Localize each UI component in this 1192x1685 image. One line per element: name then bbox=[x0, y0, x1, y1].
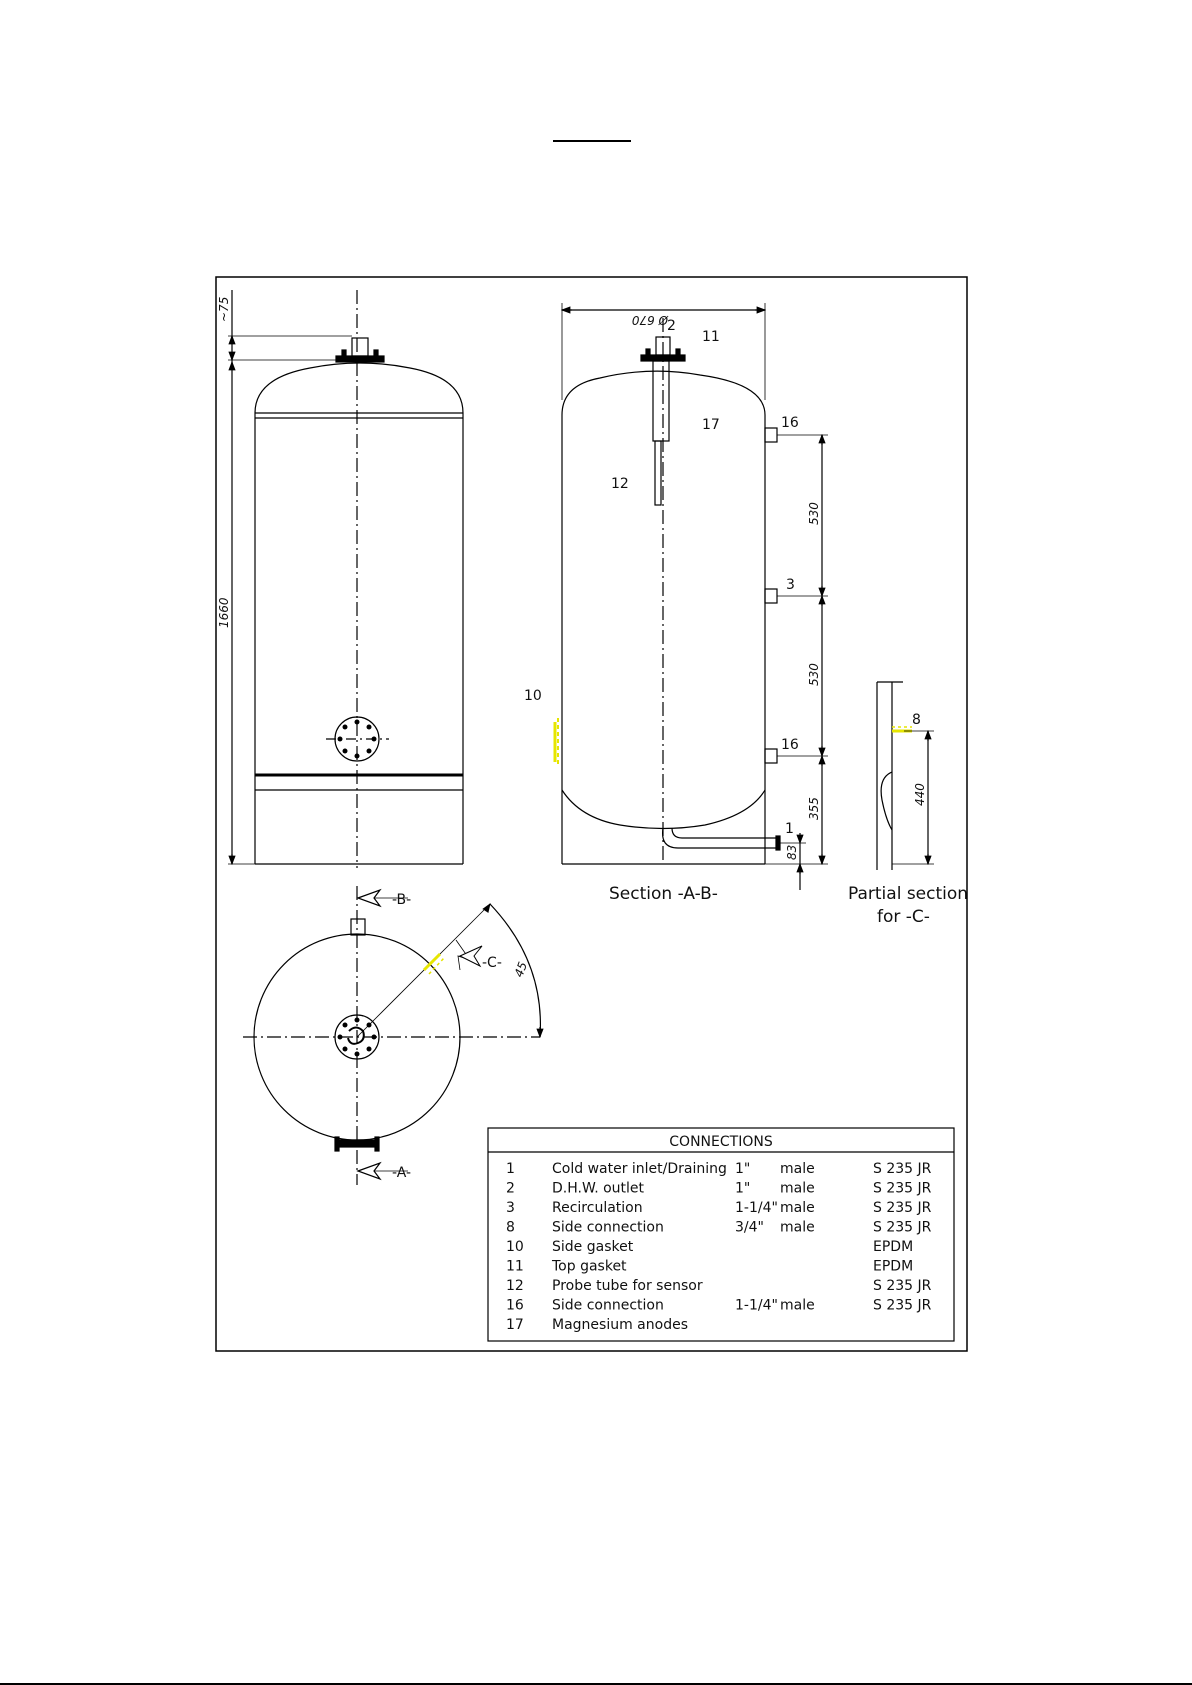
callout-8: 8 bbox=[912, 712, 921, 728]
callout-17: 17 bbox=[702, 417, 720, 433]
cell-type: male bbox=[780, 1298, 815, 1314]
dim-side-conn-height: 440 bbox=[913, 783, 927, 806]
callout-16-upper: 16 bbox=[781, 415, 799, 431]
table-row: 12 Probe tube for sensor S 235 JR bbox=[506, 1278, 932, 1294]
cell-type: male bbox=[780, 1181, 815, 1197]
table-row: 3 Recirculation 1-1/4"male S 235 JR bbox=[506, 1200, 932, 1216]
table-row: 11 Top gasket EPDM bbox=[506, 1259, 913, 1275]
partial-caption-line2: for -C- bbox=[877, 907, 930, 927]
connections-title: CONNECTIONS bbox=[669, 1134, 773, 1150]
callout-10: 10 bbox=[524, 688, 542, 704]
cell-no: 12 bbox=[506, 1278, 524, 1294]
cell-size: 1" bbox=[735, 1181, 750, 1197]
section-caption: Section -A-B- bbox=[609, 884, 718, 904]
dim-upper-spacing: 530 bbox=[807, 502, 821, 525]
dim-inlet-height: 83 bbox=[785, 845, 799, 860]
dim-top-offset: ~75 bbox=[217, 297, 231, 322]
table-row: 10 Side gasket EPDM bbox=[506, 1239, 913, 1255]
cell-no: 11 bbox=[506, 1259, 524, 1275]
section-view bbox=[553, 303, 828, 890]
cell-material: S 235 JR bbox=[873, 1220, 932, 1236]
table-row: 8 Side connection 3/4" male S 235 JR bbox=[506, 1220, 932, 1236]
front-view bbox=[228, 290, 464, 868]
drawing-frame bbox=[215, 276, 968, 1352]
partial-caption-line1: Partial section bbox=[848, 884, 968, 904]
top-view bbox=[243, 886, 544, 1185]
table-row: 16 Side connection 1-1/4"male S 235 JR bbox=[506, 1298, 932, 1314]
cell-no: 3 bbox=[506, 1200, 515, 1216]
cell-material: S 235 JR bbox=[873, 1298, 932, 1314]
cell-name: Top gasket bbox=[551, 1259, 627, 1275]
cut-label-b: -B- bbox=[392, 892, 411, 908]
cell-size: 1" bbox=[735, 1161, 750, 1177]
cell-name: D.H.W. outlet bbox=[552, 1181, 645, 1197]
cell-material: S 235 JR bbox=[873, 1181, 932, 1197]
connections-table: CONNECTIONS 1 Cold water inlet/Draining 1"… bbox=[487, 1127, 955, 1342]
cell-size: 1-1/4" bbox=[735, 1298, 778, 1314]
cut-label-a: -A- bbox=[392, 1165, 411, 1181]
cell-material: S 235 JR bbox=[873, 1161, 932, 1177]
callout-16-lower: 16 bbox=[781, 737, 799, 753]
cell-no: 17 bbox=[506, 1317, 524, 1333]
cell-name: Recirculation bbox=[552, 1200, 643, 1216]
cell-name: Side connection bbox=[552, 1220, 664, 1236]
cell-no: 8 bbox=[506, 1220, 515, 1236]
callout-2: 2 bbox=[667, 318, 676, 334]
annotations: ~75 1660 Ø 670 530 530 355 83 440 45 2 1… bbox=[217, 297, 968, 1181]
dim-angle: 45 bbox=[512, 960, 530, 979]
cell-material: S 235 JR bbox=[873, 1200, 932, 1216]
dim-diameter: Ø 670 bbox=[631, 313, 669, 327]
cell-type: male bbox=[780, 1220, 815, 1236]
partial-section-view bbox=[876, 681, 934, 870]
cell-type: male bbox=[780, 1161, 815, 1177]
cell-type: male bbox=[780, 1200, 815, 1216]
cell-no: 2 bbox=[506, 1181, 515, 1197]
cell-name: Cold water inlet/Draining bbox=[552, 1161, 727, 1177]
cell-name: Side connection bbox=[552, 1298, 664, 1314]
dim-total-height: 1660 bbox=[217, 597, 231, 628]
header-rule bbox=[553, 140, 631, 142]
cell-material: S 235 JR bbox=[873, 1278, 932, 1294]
cell-no: 10 bbox=[506, 1239, 524, 1255]
cell-material: EPDM bbox=[873, 1259, 913, 1275]
callout-3: 3 bbox=[786, 577, 795, 593]
dim-lower-conn-height: 355 bbox=[807, 797, 821, 820]
cell-size: 1-1/4" bbox=[735, 1200, 778, 1216]
cell-name: Magnesium anodes bbox=[552, 1317, 688, 1333]
table-row: 17 Magnesium anodes bbox=[506, 1317, 688, 1333]
cell-name: Side gasket bbox=[552, 1239, 634, 1255]
dim-lower-spacing: 530 bbox=[807, 663, 821, 686]
table-row: 2 D.H.W. outlet 1" male S 235 JR bbox=[506, 1181, 932, 1197]
cell-no: 1 bbox=[506, 1161, 515, 1177]
footer-rule bbox=[0, 1683, 1192, 1685]
cut-label-c: -C- bbox=[482, 955, 502, 971]
cell-name: Probe tube for sensor bbox=[552, 1278, 703, 1294]
callout-12: 12 bbox=[611, 476, 629, 492]
callout-11: 11 bbox=[702, 329, 720, 345]
cell-no: 16 bbox=[506, 1298, 524, 1314]
cell-size: 3/4" bbox=[735, 1220, 764, 1236]
table-row: 1 Cold water inlet/Draining 1" male S 235 JR bbox=[506, 1161, 932, 1177]
callout-1: 1 bbox=[785, 821, 794, 837]
cell-material: EPDM bbox=[873, 1239, 913, 1255]
